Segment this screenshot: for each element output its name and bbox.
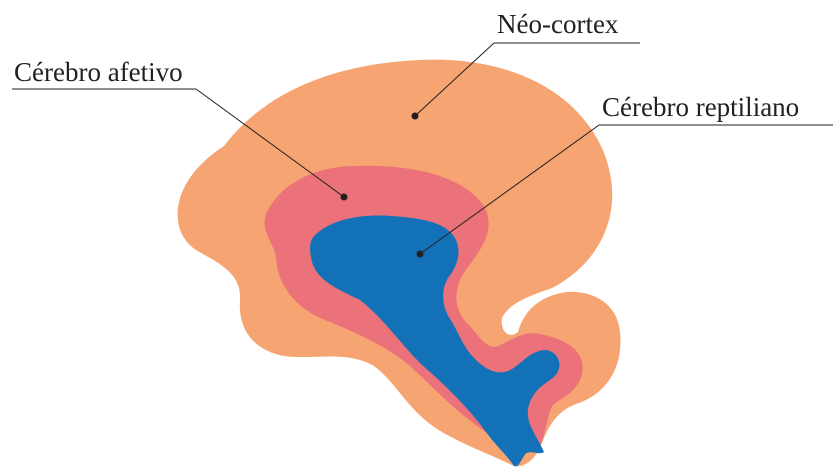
affective-brain-marker-dot bbox=[341, 194, 348, 201]
neocortex-marker-dot bbox=[412, 113, 419, 120]
reptilian-brain-label: Cérebro reptiliano bbox=[602, 92, 799, 122]
affective-brain-label: Cérebro afetivo bbox=[14, 57, 183, 87]
reptilian-brain-marker-dot bbox=[417, 251, 424, 258]
neocortex-label: Néo-cortex bbox=[497, 9, 619, 39]
